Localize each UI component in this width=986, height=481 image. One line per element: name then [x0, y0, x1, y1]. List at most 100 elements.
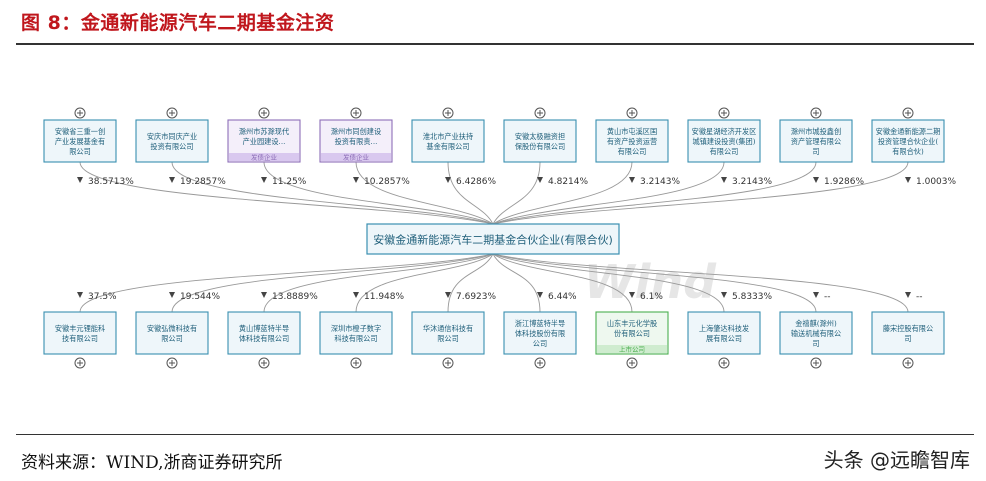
- company-box: [503, 311, 577, 355]
- connector-line: [492, 161, 817, 225]
- company-box: [871, 311, 945, 355]
- expand-plus-icon[interactable]: [258, 107, 270, 119]
- company-name-line: 司: [812, 339, 819, 348]
- center-node[interactable]: 安徽金通新能源汽车二期基金合伙企业(有限合伙): [366, 223, 620, 255]
- share-percentage: --: [824, 292, 831, 302]
- expand-plus-icon[interactable]: [74, 107, 86, 119]
- company-name-line: 体科技有限公司: [239, 334, 289, 343]
- expand-plus-icon[interactable]: [810, 107, 822, 119]
- tag-background: [597, 345, 667, 353]
- company-name-line: 安徽省三重一创: [55, 127, 105, 136]
- company-box: [43, 311, 117, 355]
- company-box: [227, 311, 301, 355]
- arrow-down-icon: [905, 292, 911, 298]
- expand-plus-icon[interactable]: [810, 357, 822, 369]
- expand-plus-icon[interactable]: [442, 107, 454, 119]
- company-name-line: 产业园建设...: [243, 137, 286, 146]
- company-name-line: 资产管理有限公: [791, 137, 841, 146]
- share-percentage: 3.2143%: [640, 177, 680, 187]
- company-name-line: 技有限公司: [62, 334, 98, 343]
- arrow-down-icon: [261, 177, 267, 183]
- arrow-down-icon: [445, 292, 451, 298]
- company-box: [411, 311, 485, 355]
- company-box: [319, 311, 393, 355]
- company-name-line: 安徽丰元锂能科: [55, 324, 105, 333]
- company-name-line: 有限合伙): [892, 147, 924, 156]
- expand-plus-icon[interactable]: [902, 107, 914, 119]
- arrow-down-icon: [721, 292, 727, 298]
- expand-plus-icon[interactable]: [902, 357, 914, 369]
- arrow-down-icon: [629, 292, 635, 298]
- connector-line: [263, 161, 494, 225]
- connector-line: [447, 253, 494, 313]
- share-percentage: 19.2857%: [180, 177, 226, 187]
- company-name-line: 司: [904, 334, 911, 343]
- company-name-line: 司: [812, 147, 819, 156]
- connector-line: [492, 161, 633, 225]
- expand-plus-icon[interactable]: [350, 107, 362, 119]
- connector-line: [492, 161, 909, 225]
- expand-plus-icon[interactable]: [718, 107, 730, 119]
- expand-plus-icon[interactable]: [534, 107, 546, 119]
- expand-plus-icon[interactable]: [534, 357, 546, 369]
- share-percentage: 7.6923%: [456, 292, 496, 302]
- company-name-line: 投资管理合伙企业(: [878, 137, 939, 146]
- company-name-line: 有限公司: [710, 147, 739, 156]
- share-percentage: 3.2143%: [732, 177, 772, 187]
- figure-title: 图 8：金通新能源汽车二期基金注资: [21, 12, 335, 34]
- company-name-line: 展有限公司: [706, 334, 742, 343]
- expand-plus-icon[interactable]: [718, 357, 730, 369]
- share-percentage: 1.0003%: [916, 177, 956, 187]
- company-box: [43, 119, 117, 163]
- expand-plus-icon[interactable]: [258, 357, 270, 369]
- company-name-line: 滁州市城投鑫创: [791, 127, 841, 136]
- connector-line: [492, 161, 541, 225]
- arrow-down-icon: [445, 177, 451, 183]
- connector-line: [171, 161, 494, 225]
- expand-plus-icon[interactable]: [626, 357, 638, 369]
- connector-line: [447, 161, 494, 225]
- connector-line: [492, 253, 909, 313]
- expand-plus-icon[interactable]: [626, 107, 638, 119]
- company-name-line: 藤宋控股有限公: [883, 324, 933, 333]
- company-name-line: 限公司: [69, 147, 91, 156]
- company-name-line: 深圳市橙子数字: [331, 324, 381, 333]
- expand-plus-icon[interactable]: [74, 357, 86, 369]
- company-name-line: 华沐通信科技有: [423, 324, 473, 333]
- company-name-line: 输送机械有限公: [791, 329, 841, 338]
- company-tag: 发债企业: [343, 153, 370, 162]
- share-percentage: --: [916, 292, 923, 302]
- company-box: [595, 119, 669, 163]
- share-percentage: 19.544%: [180, 292, 220, 302]
- expand-plus-icon[interactable]: [166, 107, 178, 119]
- expand-plus-icon[interactable]: [350, 357, 362, 369]
- share-percentage: 38.5713%: [88, 177, 134, 187]
- center-label: 安徽金通新能源汽车二期基金合伙企业(有限合伙): [373, 233, 613, 247]
- expand-plus-icon[interactable]: [442, 357, 454, 369]
- company-name-line: 黄山市屯溪区国: [607, 127, 657, 136]
- tag-background: [321, 153, 391, 161]
- expand-plus-icon[interactable]: [166, 357, 178, 369]
- connector-line: [355, 161, 494, 225]
- share-percentage: 11.948%: [364, 292, 404, 302]
